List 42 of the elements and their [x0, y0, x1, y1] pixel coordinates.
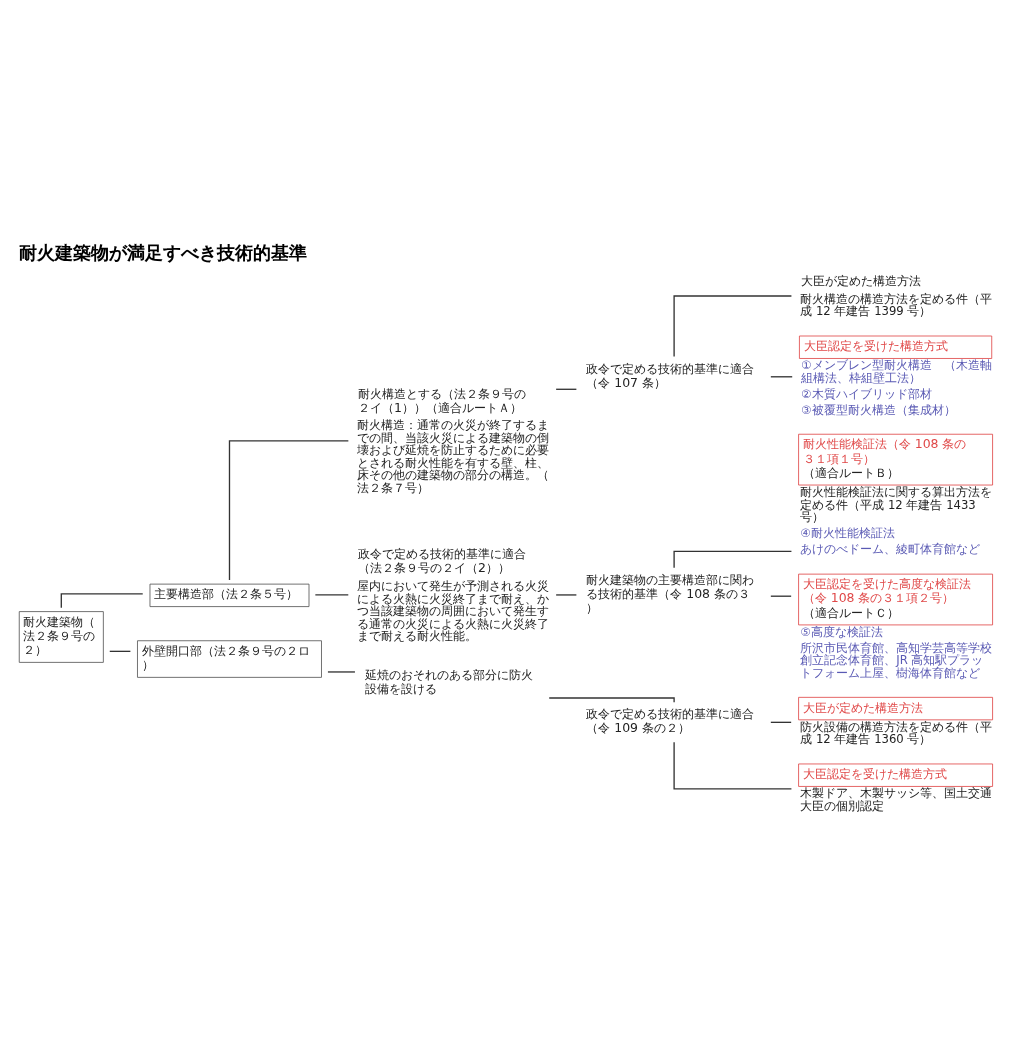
connector	[555, 388, 578, 390]
connector	[555, 593, 578, 596]
node-box: 主要構造部（法２条５号）	[149, 583, 310, 607]
node-text: 大臣が定めた構造方法	[801, 272, 922, 288]
connector	[673, 294, 793, 357]
node-box: 大臣認定を受けた構造方式	[799, 335, 993, 359]
connector	[228, 439, 349, 581]
node-label: 防火設備の構造方法を定める件（平成 12 年建告 1360 号）	[800, 719, 993, 746]
connector	[673, 550, 793, 568]
connector	[327, 670, 356, 673]
connector	[314, 593, 349, 596]
node-label: ②木質ハイブリッド部材	[801, 386, 932, 401]
connector	[673, 741, 793, 790]
node-text: 延焼のおそれのある部分に防火設備を設ける	[364, 666, 533, 696]
node-text: 耐火建築物の主要構造部に関わる技術的基準（令 108 条の３）	[586, 571, 755, 615]
node-box: 外壁開口部（法２条９号の２ロ）	[137, 639, 322, 678]
node-box: 大臣が定めた構造方法	[798, 696, 993, 720]
node-label: 木製ドア、木製サッシ等、国土交通大臣の個別認定	[800, 785, 993, 813]
node-label: 所沢市民体育館、高知学芸高等学校創立記念体育館、JR 高知駅プラットフォーム上屋、樹海体育館など	[800, 640, 993, 680]
diagram-title: 耐火建築物が満足すべき技術的基準	[18, 241, 307, 263]
node-label: ③被覆型耐火構造（集成材）	[801, 402, 956, 417]
node-label: 屋内において発生が予測される火災による火熱に火災終了まで耐え、かつ当該建築物の周囲において発生する通常の火災による火熱に火災終了まで耐える耐火性能。	[357, 578, 550, 643]
node-box: 大臣認定を受けた構造方式	[798, 763, 993, 787]
connector	[770, 721, 792, 723]
connector	[109, 650, 132, 652]
connector	[548, 696, 675, 703]
node-box: 耐火性能検証法（令 108 条の３１項１号） （適合ルートＢ）	[798, 433, 993, 485]
node-label: ④耐火性能検証法	[800, 525, 895, 540]
node-label: 耐火構造の構造方法を定める件（平成 12 年建告 1399 号）	[800, 291, 993, 318]
node-box: 耐火建築物（法２条９号の２）	[18, 610, 104, 663]
node-text: 政令で定める技術的基準に適合（法２条９号の２イ（2））	[358, 545, 527, 575]
connector	[770, 595, 792, 597]
node-label: あけのべドーム、綾町体育館など	[800, 541, 981, 556]
node-label: 耐火構造：通常の火災が終了するまでの間、当該火災による建築物の倒壊および延焼を防止するために必要とされる耐火性能を有する壁、柱、床その他の建築物の部分の構造。（法２条７号）	[357, 417, 550, 495]
node-text: 政令で定める技術的基準に適合（令 109 条の２）	[586, 705, 755, 735]
node-text: 耐火構造とする（法２条９号の２イ（1））（適合ルートＡ）	[358, 385, 527, 415]
node-box: 大臣認定を受けた高度な検証法（令 108 条の３１項２号） （適合ルートＣ）	[798, 573, 993, 625]
node-label: ①メンブレン型耐火構造 （木造軸組構法、枠組壁工法）	[801, 357, 992, 385]
node-text: 政令で定める技術的基準に適合（令 107 条）	[586, 360, 755, 390]
node-label: 耐火性能検証法に関する算出方法を定める件（平成 12 年建告 1433 号）	[800, 484, 993, 524]
node-label: ⑤高度な検証法	[800, 624, 883, 639]
connector	[770, 375, 793, 377]
